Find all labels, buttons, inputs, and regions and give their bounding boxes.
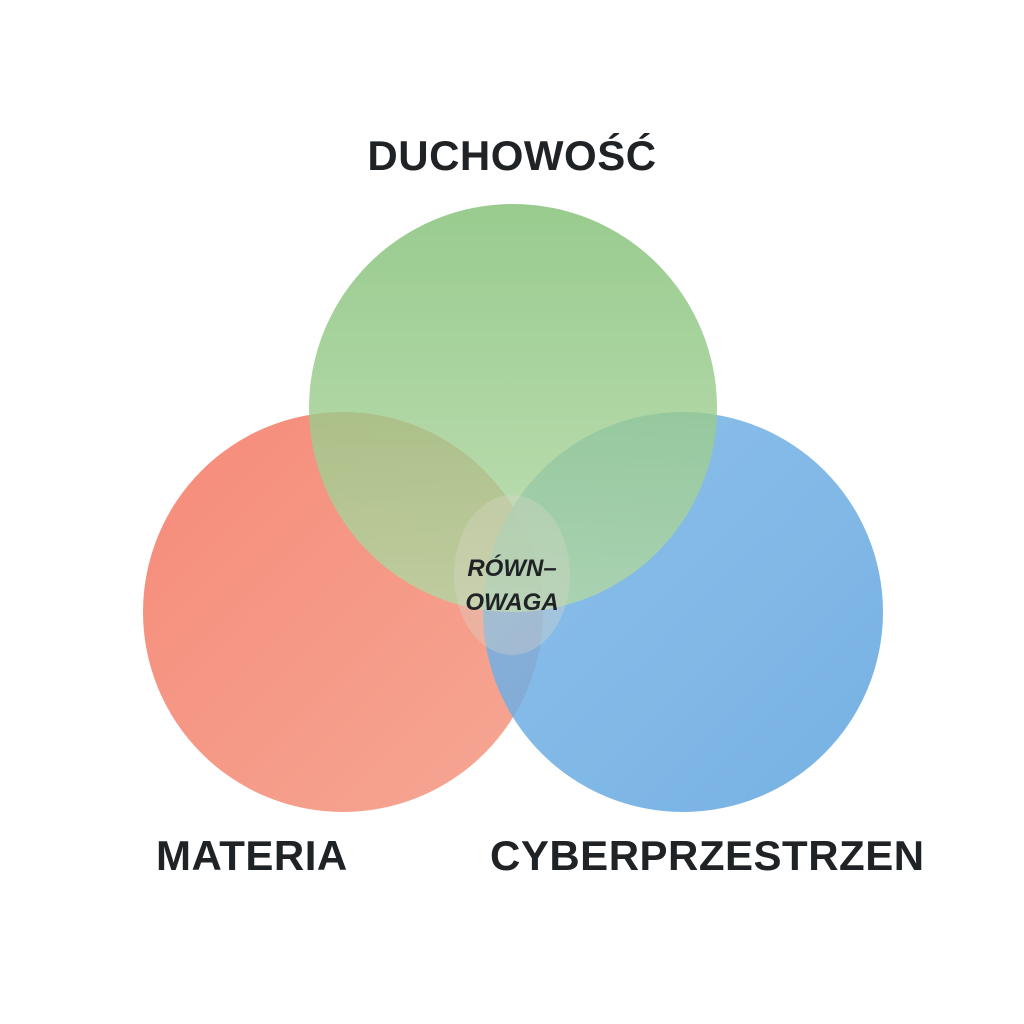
label-matter: MATERIA: [156, 832, 348, 879]
label-spirituality: DUCHOWOŚĆ: [367, 132, 657, 179]
circle-spirituality: [309, 204, 717, 612]
label-cyberspace: CYBERPRZESTRZEN: [490, 832, 925, 879]
center-label-line-2: OWAGA: [465, 589, 559, 616]
center-label-line-1: RÓWN–: [467, 555, 557, 582]
center-label-balance: RÓWN– OWAGA: [412, 552, 612, 620]
center-overlap-highlight: [454, 495, 570, 655]
